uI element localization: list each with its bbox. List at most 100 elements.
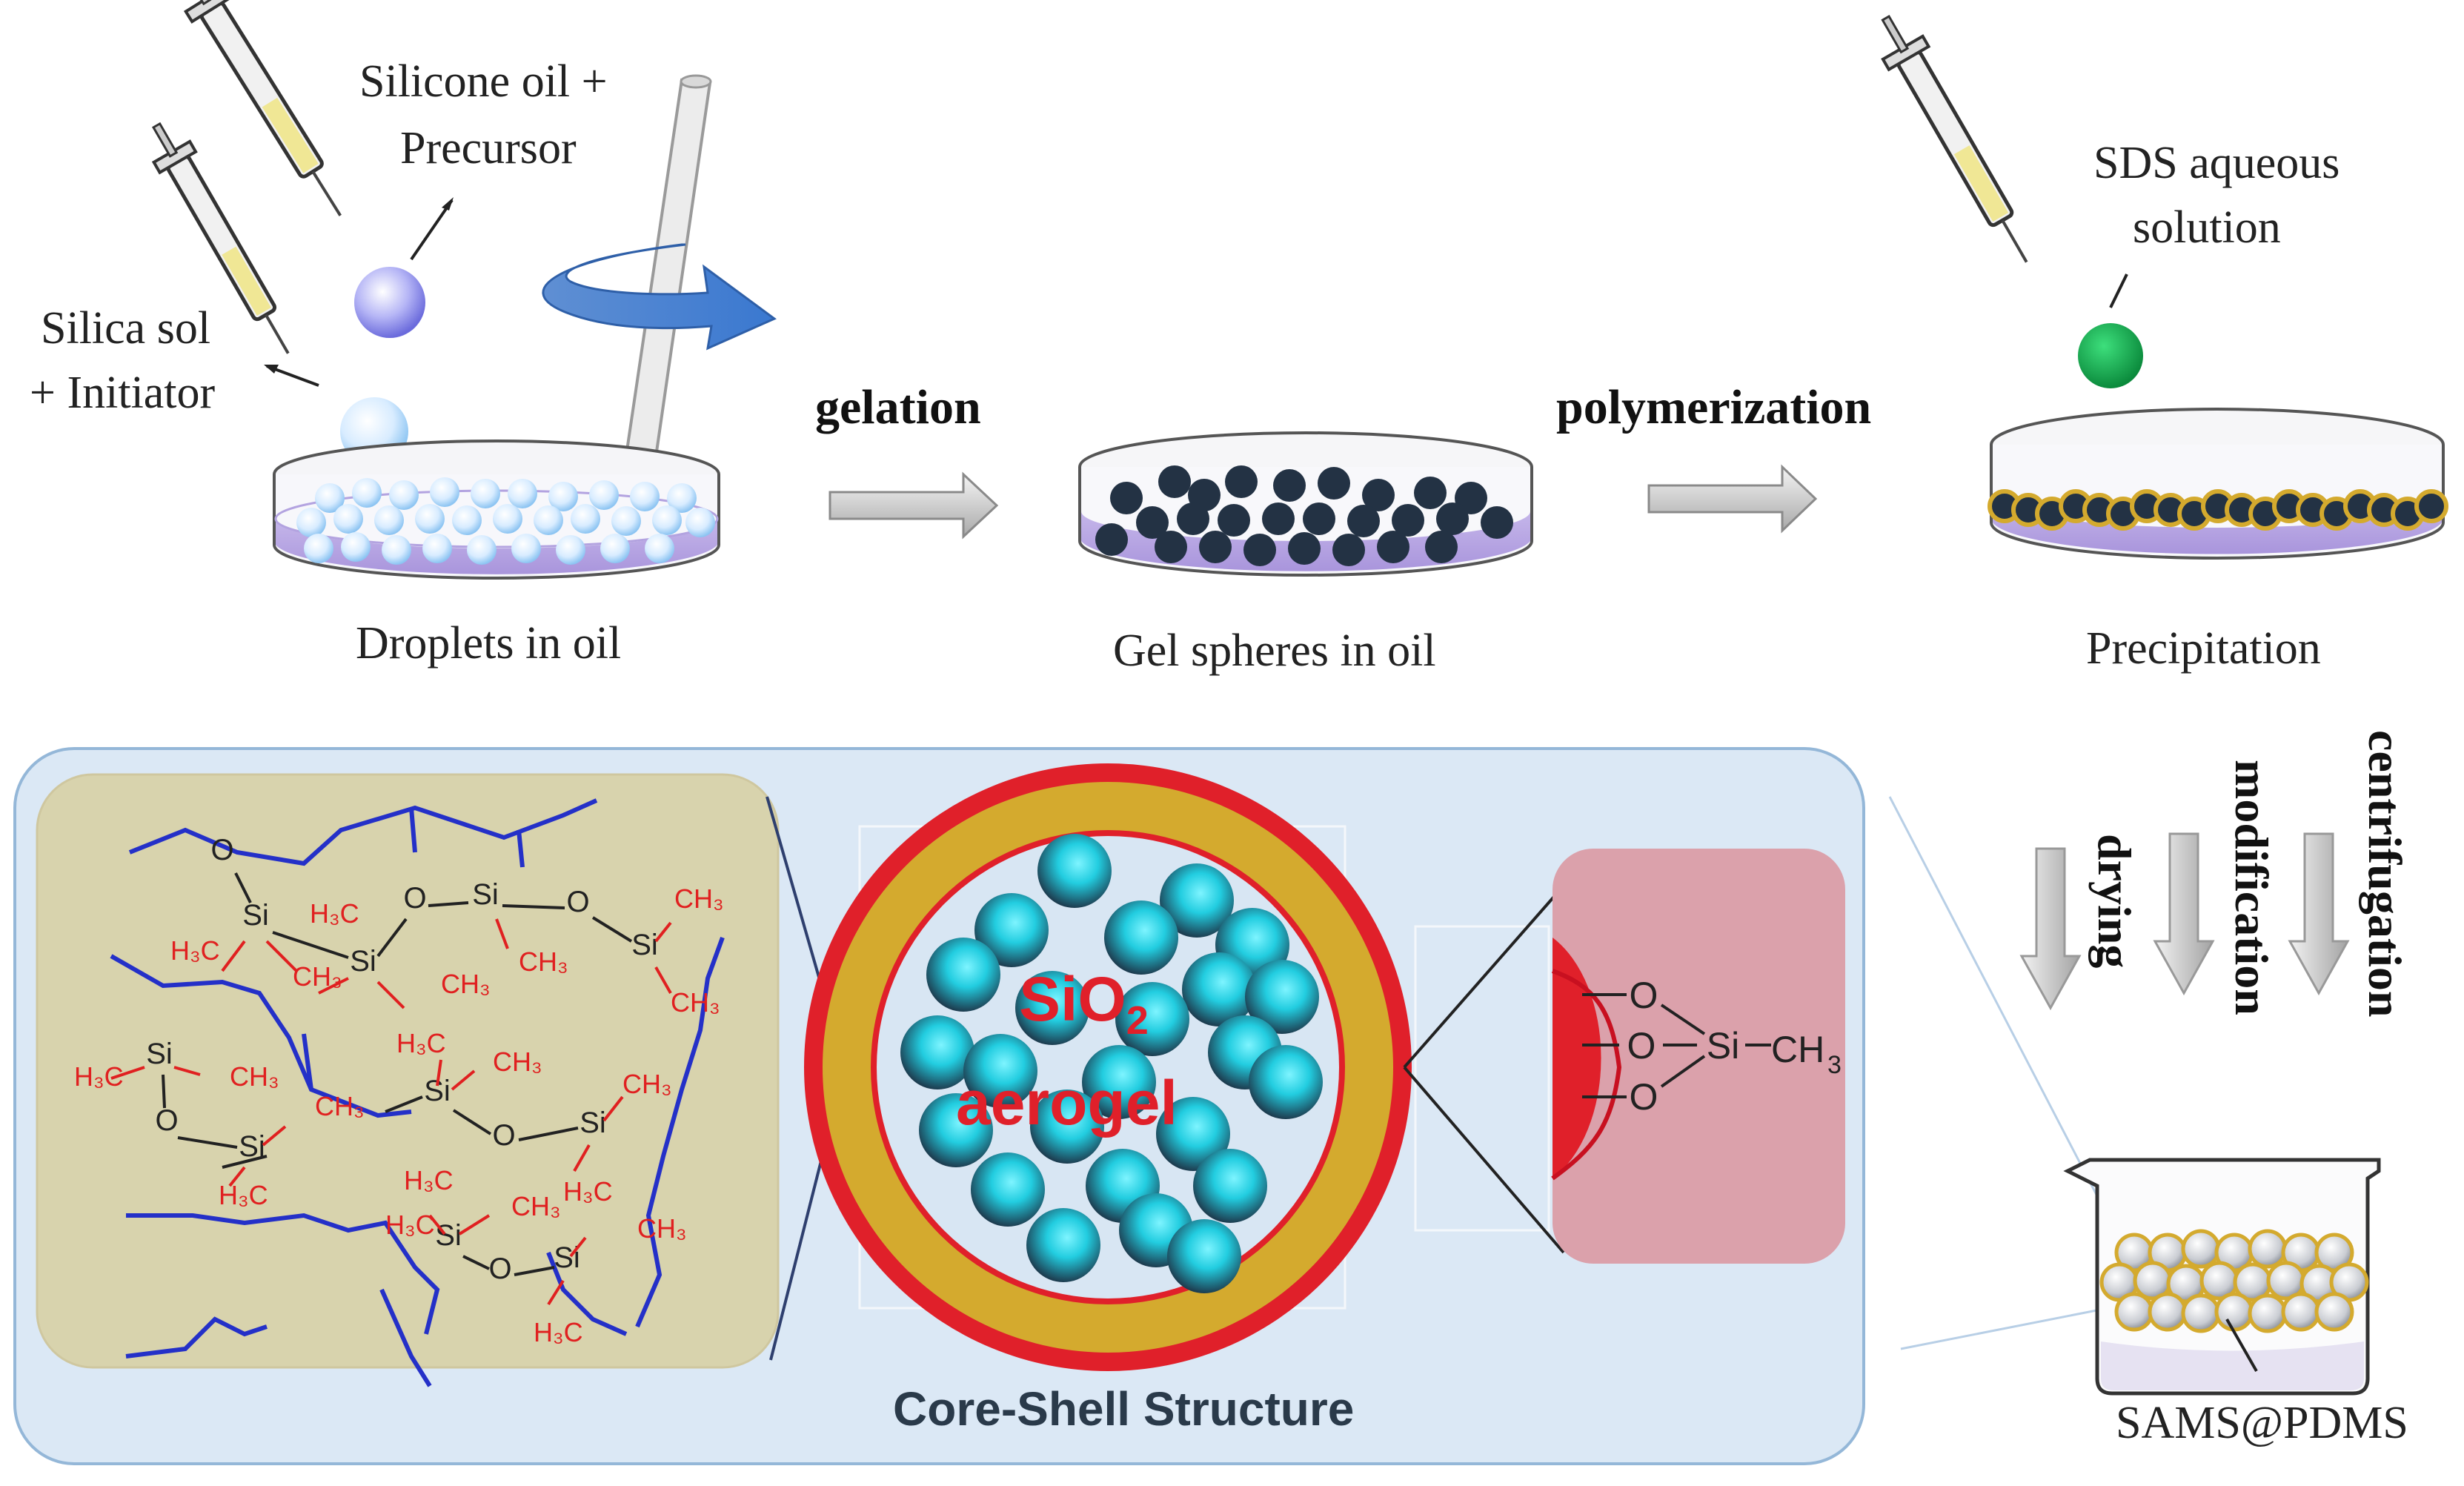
polymerization-label: polymerization xyxy=(1556,380,1872,434)
polymer-chain xyxy=(126,1213,440,1335)
chem-symbol: O xyxy=(403,882,426,915)
droplets-caption: Droplets in oil xyxy=(356,618,622,669)
chem-bond xyxy=(376,918,408,958)
aerogel-sphere xyxy=(1104,900,1178,975)
gel-sphere xyxy=(1136,506,1169,539)
chem-bond xyxy=(458,1214,491,1235)
pointer-line xyxy=(410,199,454,261)
chem-symbol: H₃C xyxy=(385,1210,435,1240)
gel-sphere xyxy=(1436,502,1469,535)
aerogel-sphere xyxy=(1249,1045,1323,1119)
surface-chemistry-box: O O O Si CH 3 xyxy=(1551,849,1845,1264)
chem-symbol: Si xyxy=(146,1038,173,1070)
gel-sphere xyxy=(1318,467,1350,500)
polymer-chain xyxy=(128,798,598,866)
oil-droplet xyxy=(630,482,660,511)
sio2-subscript: 2 xyxy=(1126,998,1149,1043)
composite-sphere xyxy=(2181,1293,2221,1333)
oil-droplet xyxy=(652,505,682,535)
chem-bond xyxy=(452,1109,492,1135)
polymer-chain xyxy=(110,954,412,1118)
precipitation-caption: Precipitation xyxy=(2086,623,2321,674)
oil-droplet xyxy=(548,482,578,511)
gel-sphere xyxy=(1199,531,1232,563)
gel-sphere xyxy=(1273,469,1306,502)
sds-label: SDS aqueous xyxy=(2093,138,2340,188)
svg-text:Si: Si xyxy=(1707,1025,1739,1067)
svg-text:3: 3 xyxy=(1827,1051,1842,1079)
process-arrow-polymerization xyxy=(1647,464,1818,534)
svg-text:O: O xyxy=(1627,1025,1656,1067)
gel-sphere xyxy=(1377,531,1409,563)
chem-symbol: CH₃ xyxy=(293,961,342,992)
chem-symbol: CH₃ xyxy=(637,1213,687,1244)
centrifugation-label: centrifugation xyxy=(2359,730,2411,1018)
composite-sphere xyxy=(2248,1293,2288,1333)
oil-droplet xyxy=(296,508,326,537)
oil-droplet xyxy=(374,505,404,535)
composite-sphere xyxy=(2181,1229,2221,1269)
gel-sphere xyxy=(1262,502,1295,535)
composite-sphere xyxy=(2314,1292,2354,1332)
chem-symbol: Si xyxy=(242,899,269,932)
chem-symbol: Si xyxy=(554,1241,580,1274)
aerogel-sphere xyxy=(1082,1045,1156,1119)
chem-symbol: CH₃ xyxy=(511,1191,561,1221)
chem-bond xyxy=(573,1144,591,1172)
oil-droplet xyxy=(430,477,459,507)
chem-symbol: CH₃ xyxy=(671,987,720,1018)
gel-sphere xyxy=(1455,482,1487,514)
syringe-icon-lower xyxy=(151,122,290,354)
petri-dish-precipitation xyxy=(1988,408,2448,560)
aerogel-sphere xyxy=(974,893,1049,967)
svg-text:O: O xyxy=(1630,975,1658,1016)
gel-sphere xyxy=(1155,531,1187,563)
aerogel-sphere xyxy=(971,1152,1045,1227)
chem-symbol: H₃C xyxy=(404,1165,454,1195)
oil-droplet xyxy=(611,506,641,536)
rotation-arrow-icon xyxy=(542,243,777,351)
aerogel-sphere xyxy=(1030,1089,1104,1164)
process-arrow-drying xyxy=(2019,847,2082,1011)
pointer-line xyxy=(2225,1319,2258,1372)
aerogel-sphere xyxy=(1026,1208,1100,1282)
oil-droplet xyxy=(508,479,537,508)
aerogel-label: aerogel xyxy=(956,1068,1178,1138)
oil-droplet xyxy=(556,535,585,565)
polymer-chain xyxy=(302,1033,313,1090)
pointer-line xyxy=(2109,273,2128,308)
chem-symbol: H₃C xyxy=(74,1061,124,1092)
silica-sol-label: Silica sol xyxy=(41,303,211,354)
chem-bond xyxy=(385,1095,423,1113)
initiator-label: + Initiator xyxy=(30,368,216,418)
oil-droplet xyxy=(571,504,600,534)
precursor-droplet xyxy=(354,267,425,338)
chem-bond xyxy=(436,1059,442,1087)
aerogel-sphere xyxy=(1037,834,1112,908)
chem-bond xyxy=(177,1136,238,1149)
oil-droplet xyxy=(341,532,371,562)
beaker-icon xyxy=(2063,1158,2381,1396)
chem-symbol: Si xyxy=(350,945,376,978)
process-arrow-gelation xyxy=(828,471,999,540)
polymer-chain xyxy=(517,829,525,868)
chem-bond xyxy=(173,1066,201,1076)
chem-symbol: CH₃ xyxy=(493,1046,542,1077)
oil-droplet xyxy=(304,534,333,563)
chem-bond xyxy=(318,977,349,995)
sams-label: SAMS@PDMS xyxy=(2116,1398,2408,1448)
gel-sphere xyxy=(1303,502,1335,535)
polymer-chain xyxy=(635,936,725,1328)
polymer-chain xyxy=(409,807,417,853)
oil-droplet xyxy=(467,535,497,565)
oil-droplet xyxy=(600,534,630,563)
gel-sphere xyxy=(1177,502,1209,535)
chem-bond xyxy=(234,872,252,903)
oil-droplet xyxy=(352,478,382,508)
svg-text:CH: CH xyxy=(1771,1029,1824,1070)
chem-bond xyxy=(502,904,565,909)
chem-bond xyxy=(602,1095,624,1122)
aerogel-sphere xyxy=(1160,863,1234,938)
